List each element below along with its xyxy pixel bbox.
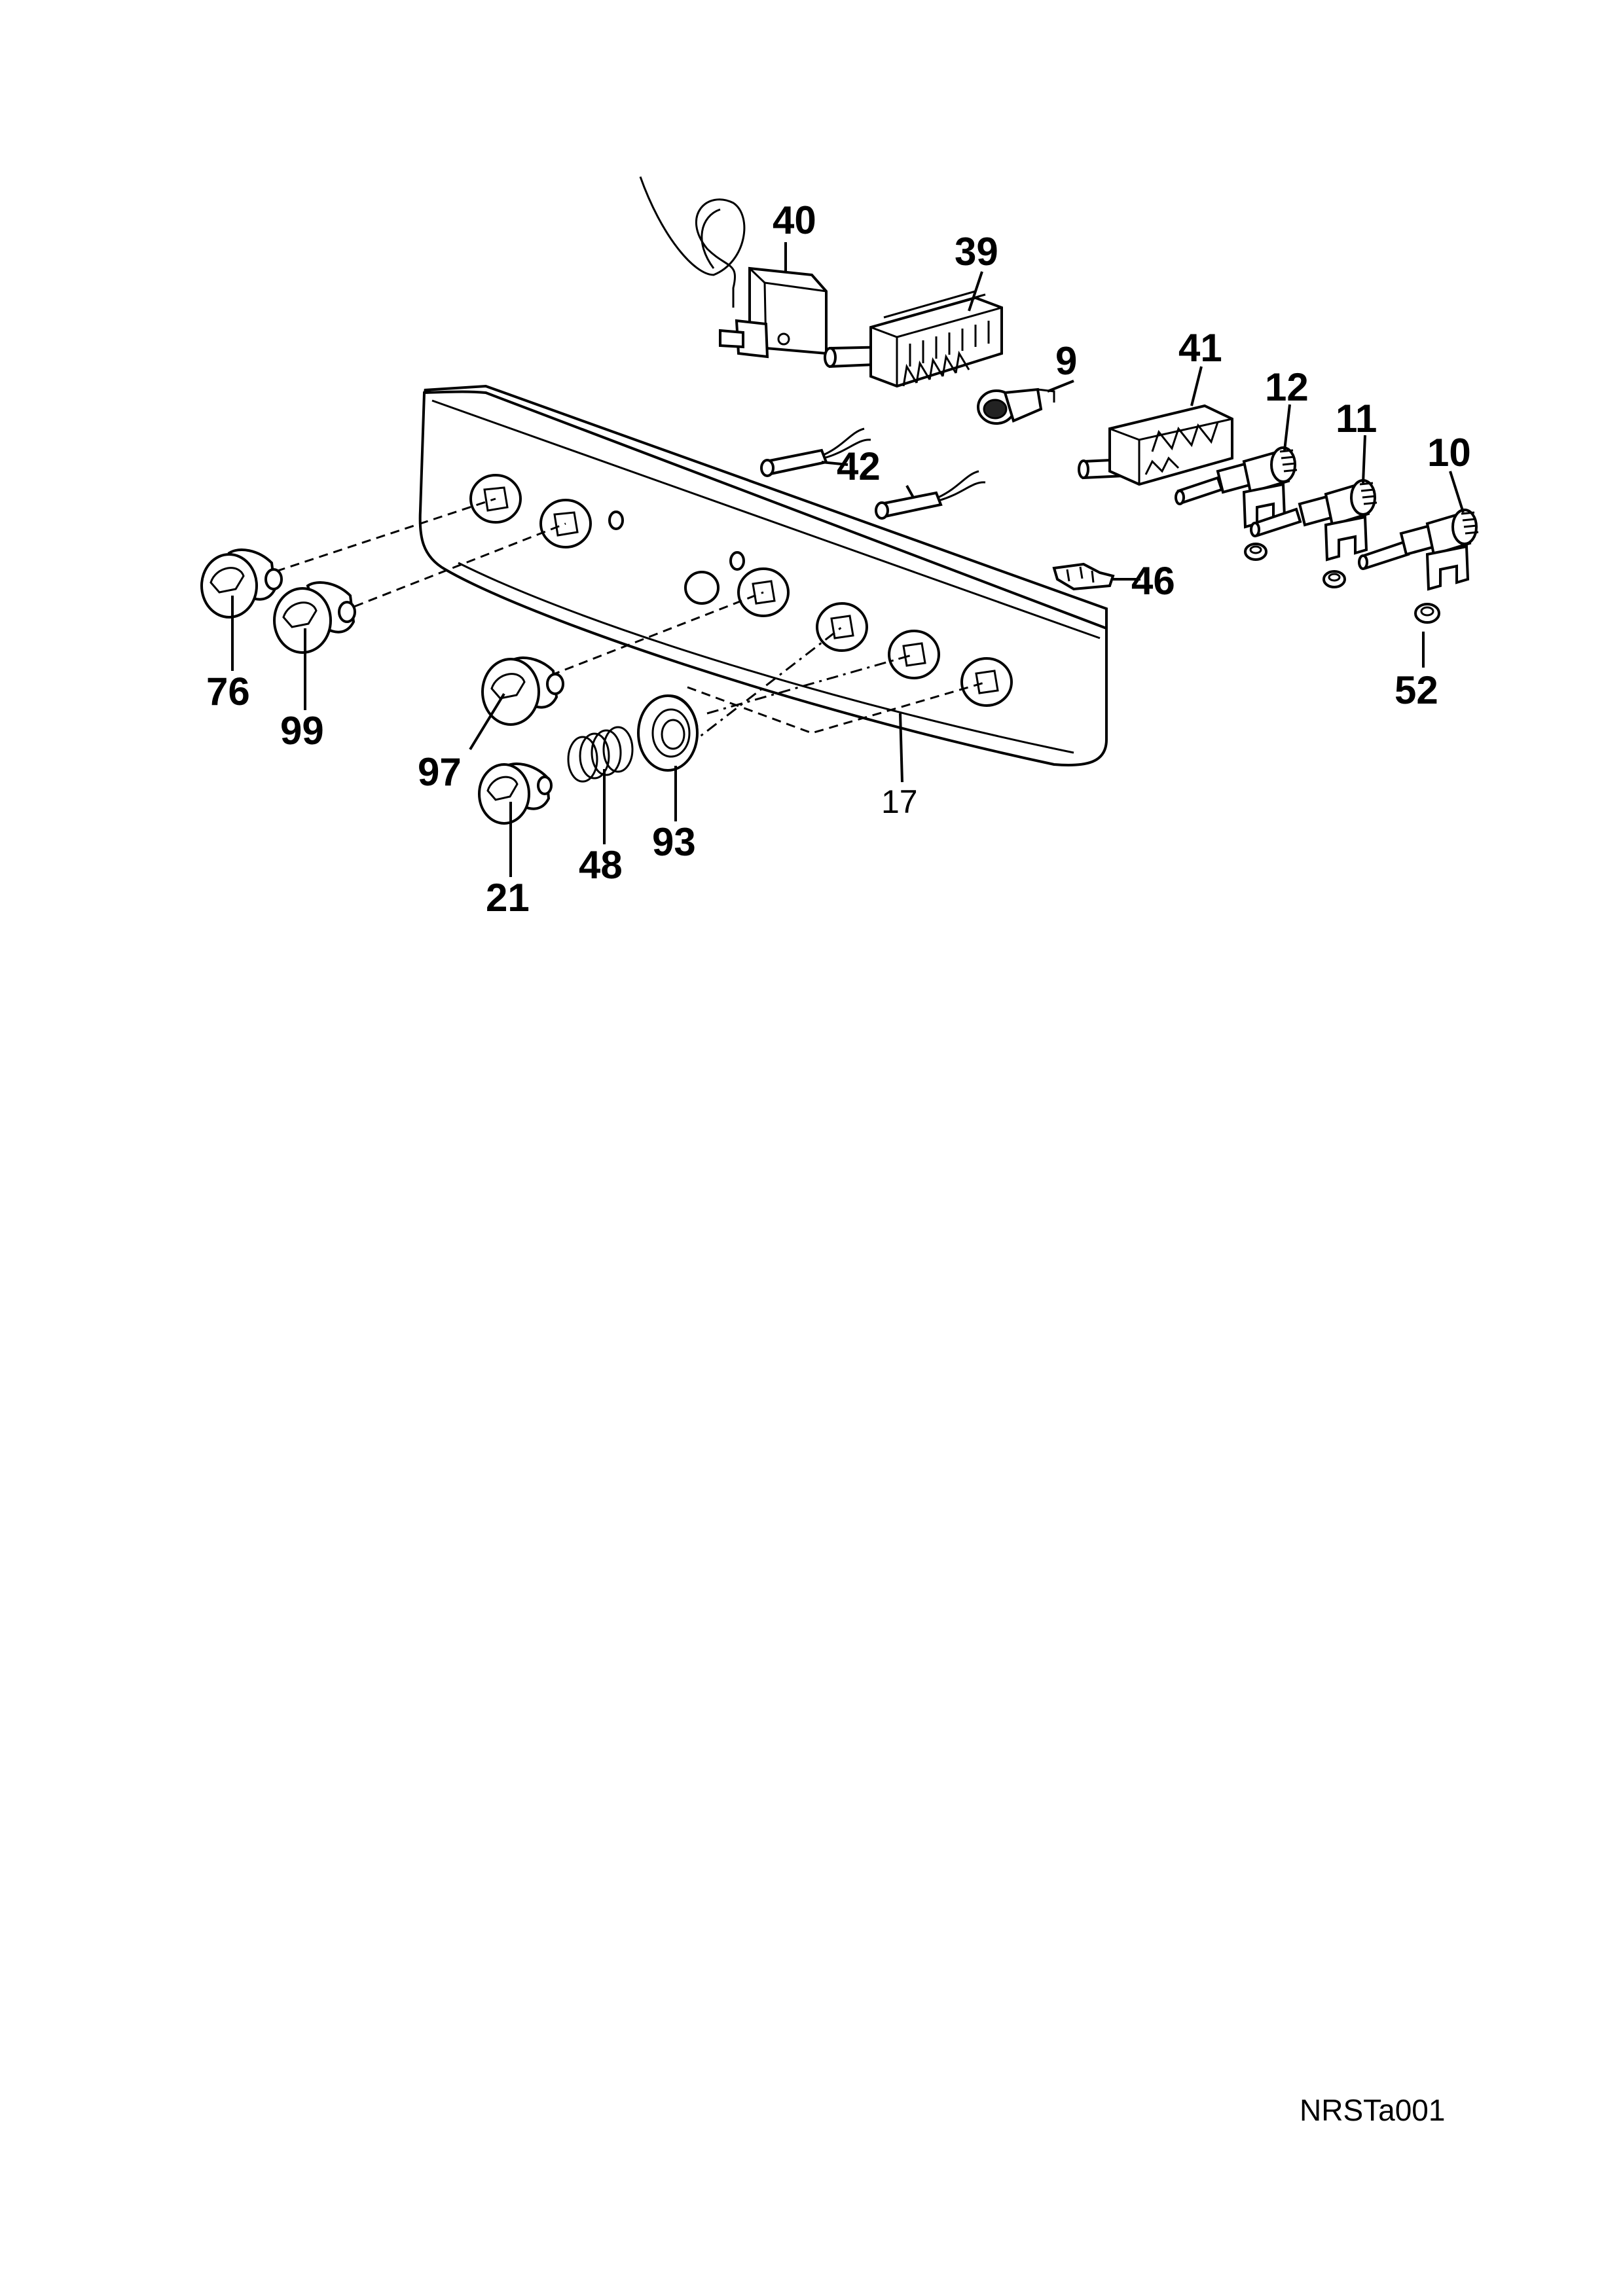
ignition-probe-part: [875, 470, 986, 520]
callout-40: 40: [773, 198, 816, 242]
energy-regulator-part: [1078, 404, 1233, 486]
callout-labels: 40 39 9 41 12 11 10 42 46 52 76 99 97 21…: [206, 198, 1471, 920]
callout-93: 93: [652, 820, 696, 864]
control-knob-part: [481, 656, 564, 726]
callout-11: 11: [1336, 397, 1377, 440]
ignition-probe-part: [760, 427, 871, 477]
callout-99: 99: [280, 709, 324, 753]
washer-part: [1414, 603, 1440, 624]
control-knob-part: [478, 762, 553, 825]
bracket-clip-part: [1052, 562, 1115, 591]
drawing-code: NRSTa001: [1300, 2093, 1445, 2127]
callout-9: 9: [1055, 339, 1077, 383]
callout-97: 97: [418, 750, 462, 794]
panel-hole: [816, 602, 868, 652]
panel-lamp-hole: [608, 511, 624, 530]
control-knob-part: [200, 548, 283, 619]
panel-lamp-hole: [729, 551, 745, 571]
callout-48: 48: [579, 843, 623, 887]
spring-part: [567, 726, 634, 783]
callout-21: 21: [486, 876, 530, 920]
callout-42: 42: [837, 444, 881, 488]
gas-tap-part: [1250, 479, 1377, 562]
washer-part: [1249, 545, 1262, 554]
callout-10: 10: [1427, 431, 1471, 475]
callout-39: 39: [955, 230, 998, 274]
control-panel: [418, 384, 1108, 766]
washer-part: [1328, 573, 1341, 582]
callout-52: 52: [1395, 668, 1438, 712]
washer-part: [1420, 606, 1434, 617]
assembly-lines: [261, 497, 987, 747]
control-knob-part: [273, 581, 356, 654]
panel-hole: [684, 571, 720, 605]
callout-41: 41: [1178, 326, 1222, 370]
callout-12: 12: [1265, 365, 1309, 409]
indicator-lamp-part: [977, 387, 1055, 425]
thermostat-part: [639, 176, 828, 359]
panel-hole: [960, 657, 1013, 707]
callout-76: 76: [206, 670, 250, 713]
panel-hole: [888, 630, 940, 679]
bezel-ring-part: [637, 694, 699, 772]
selector-switch-part: [824, 290, 1003, 388]
callout-46: 46: [1131, 559, 1175, 603]
callout-17: 17: [881, 783, 918, 820]
leader-lines: [231, 242, 1465, 877]
gas-tap-part: [1358, 509, 1479, 591]
